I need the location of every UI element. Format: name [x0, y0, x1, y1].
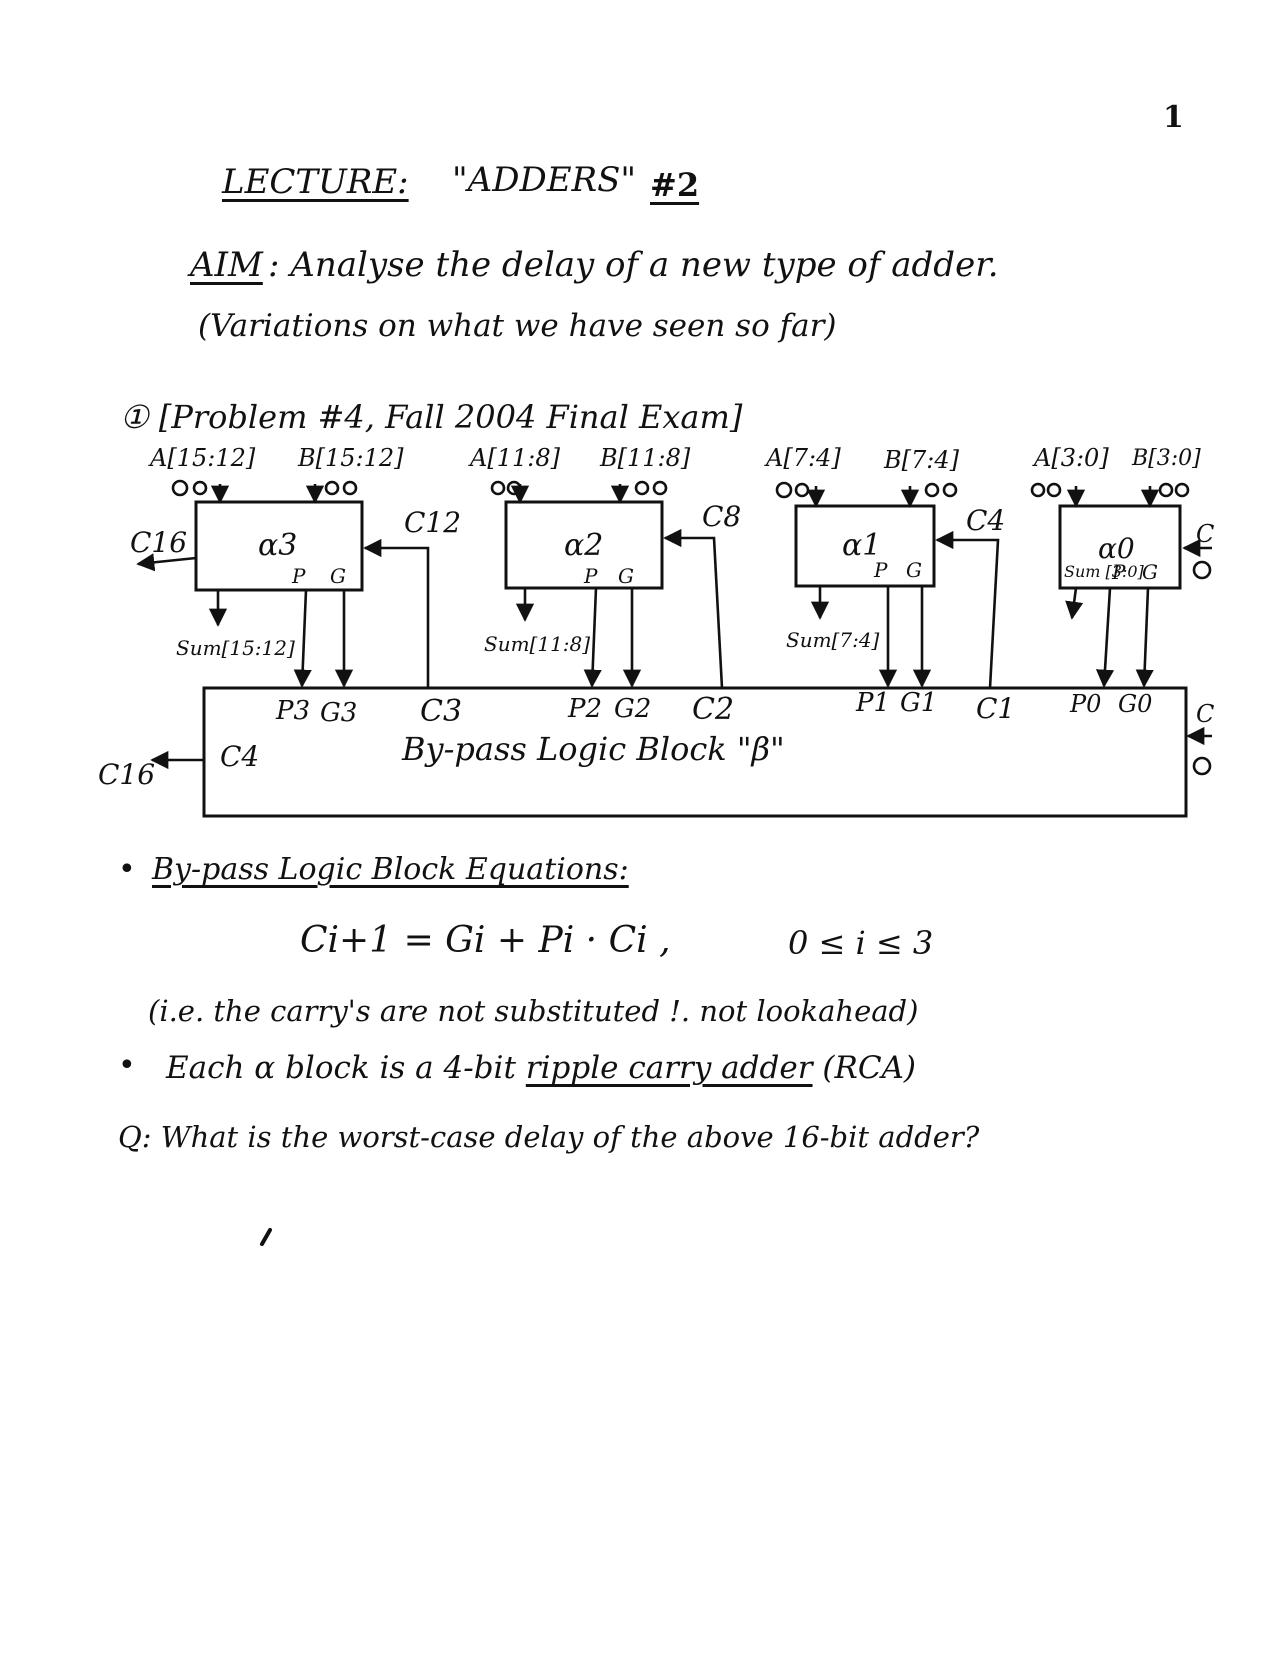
rca-abbrev: (RCA)	[812, 1050, 917, 1086]
bypass-p2: P2	[568, 694, 603, 724]
alpha3-p: P	[292, 564, 306, 588]
bullet-dot-2: •	[118, 1048, 136, 1083]
alpha2-carry-in: C8	[702, 500, 742, 533]
bypass-c3: C3	[420, 694, 463, 729]
c12-feedback-line	[363, 538, 430, 688]
alpha0-p: P	[1112, 560, 1126, 584]
question: Q: What is the worst-case delay of the a…	[118, 1120, 980, 1154]
lecture-number: #2	[650, 166, 700, 204]
alpha0-carry-in: C	[1196, 520, 1215, 548]
aim-text: : Analyse the delay of a new type of add…	[268, 245, 999, 285]
alpha1-block	[794, 504, 936, 588]
p2-arrow	[583, 587, 602, 688]
page-number: 1	[1163, 100, 1184, 135]
alpha-block-text: Each α block is a 4-bit	[166, 1050, 526, 1086]
sum0-arrow	[1065, 587, 1084, 620]
alpha0-b-input: B[3:0]	[1132, 446, 1201, 471]
alpha1-g: G	[906, 558, 922, 582]
alpha3-sum: Sum[15:12]	[176, 636, 295, 660]
bypass-g1: G1	[900, 688, 938, 718]
lecture-topic: "ADDERS"	[452, 160, 637, 200]
carry-equation: Ci+1 = Gi + Pi · Ci ,	[300, 920, 671, 961]
input-dots	[171, 479, 1212, 776]
c8-feedback-line	[663, 528, 724, 689]
alpha2-a-input: A[11:8]	[470, 444, 560, 472]
alpha0-sum-mini: Sum [3:0]	[1064, 562, 1144, 581]
bypass-g0: G0	[1118, 690, 1153, 718]
p3-arrow	[293, 589, 312, 688]
p0-arrow	[1095, 587, 1115, 688]
bypass-p1: P1	[856, 688, 891, 718]
c4-feedback-line	[935, 530, 1000, 689]
bypass-g2: G2	[614, 694, 652, 724]
alpha3-block	[194, 500, 364, 592]
alpha1-sum: Sum[7:4]	[786, 628, 880, 652]
c16-top-arrow	[136, 553, 197, 572]
alpha2-p: P	[584, 564, 598, 588]
equations-note: (i.e. the carry's are not substituted !.…	[148, 994, 919, 1028]
aim-label: AIM	[190, 245, 263, 285]
alpha0-a-input: A[3:0]	[1034, 444, 1109, 472]
alpha1-p: P	[874, 558, 888, 582]
bypass-p0: P0	[1070, 690, 1102, 718]
g0-arrow	[1135, 587, 1154, 688]
bypass-title: By-pass Logic Block "β"	[402, 730, 785, 768]
alpha2-sum: Sum[11:8]	[484, 632, 591, 656]
alpha3-a-input: A[15:12]	[150, 444, 256, 472]
alpha3-b-input: B[15:12]	[298, 444, 404, 472]
alpha1-carry-in: C4	[966, 504, 1006, 537]
alpha0-name: α0	[1098, 532, 1135, 565]
bullet-dot-1: •	[118, 852, 136, 887]
alpha3-g: G	[330, 564, 346, 588]
bypass-c4-label: C4	[220, 740, 260, 773]
alpha2-b-input: B[11:8]	[600, 444, 691, 472]
bypass-c2: C2	[692, 692, 735, 727]
c16-bottom-label: C16	[98, 758, 156, 791]
equations-heading: By-pass Logic Block Equations:	[152, 852, 629, 887]
alpha1-name: α1	[842, 528, 882, 563]
alpha2-name: α2	[564, 528, 604, 563]
bypass-g3: G3	[320, 698, 358, 728]
bypass-c1: C1	[976, 692, 1016, 725]
bypass-p3: P3	[276, 696, 311, 726]
alpha2-g: G	[618, 564, 634, 588]
alpha3-carry-in: C12	[404, 506, 462, 539]
alpha1-a-input: A[7:4]	[766, 444, 841, 472]
bypass-block	[202, 686, 1188, 818]
alpha-block-statement: Each α block is a 4-bit ripple carry add…	[166, 1050, 916, 1086]
alpha0-g: G	[1142, 560, 1158, 584]
alpha3-name: α3	[258, 528, 298, 563]
lecture-label: LECTURE:	[222, 162, 409, 202]
alpha2-block	[504, 500, 664, 590]
aim-note: (Variations on what we have seen so far)	[198, 308, 837, 344]
alpha0-block	[1058, 504, 1182, 590]
rca-underlined: ripple carry adder	[525, 1050, 813, 1086]
bypass-cin-label: C	[1196, 700, 1215, 728]
problem-heading: ① [Problem #4, Fall 2004 Final Exam]	[120, 398, 743, 436]
c16-top-label: C16	[130, 526, 188, 559]
alpha1-b-input: B[7:4]	[884, 446, 959, 474]
index-range: 0 ≤ i ≤ 3	[788, 924, 934, 962]
